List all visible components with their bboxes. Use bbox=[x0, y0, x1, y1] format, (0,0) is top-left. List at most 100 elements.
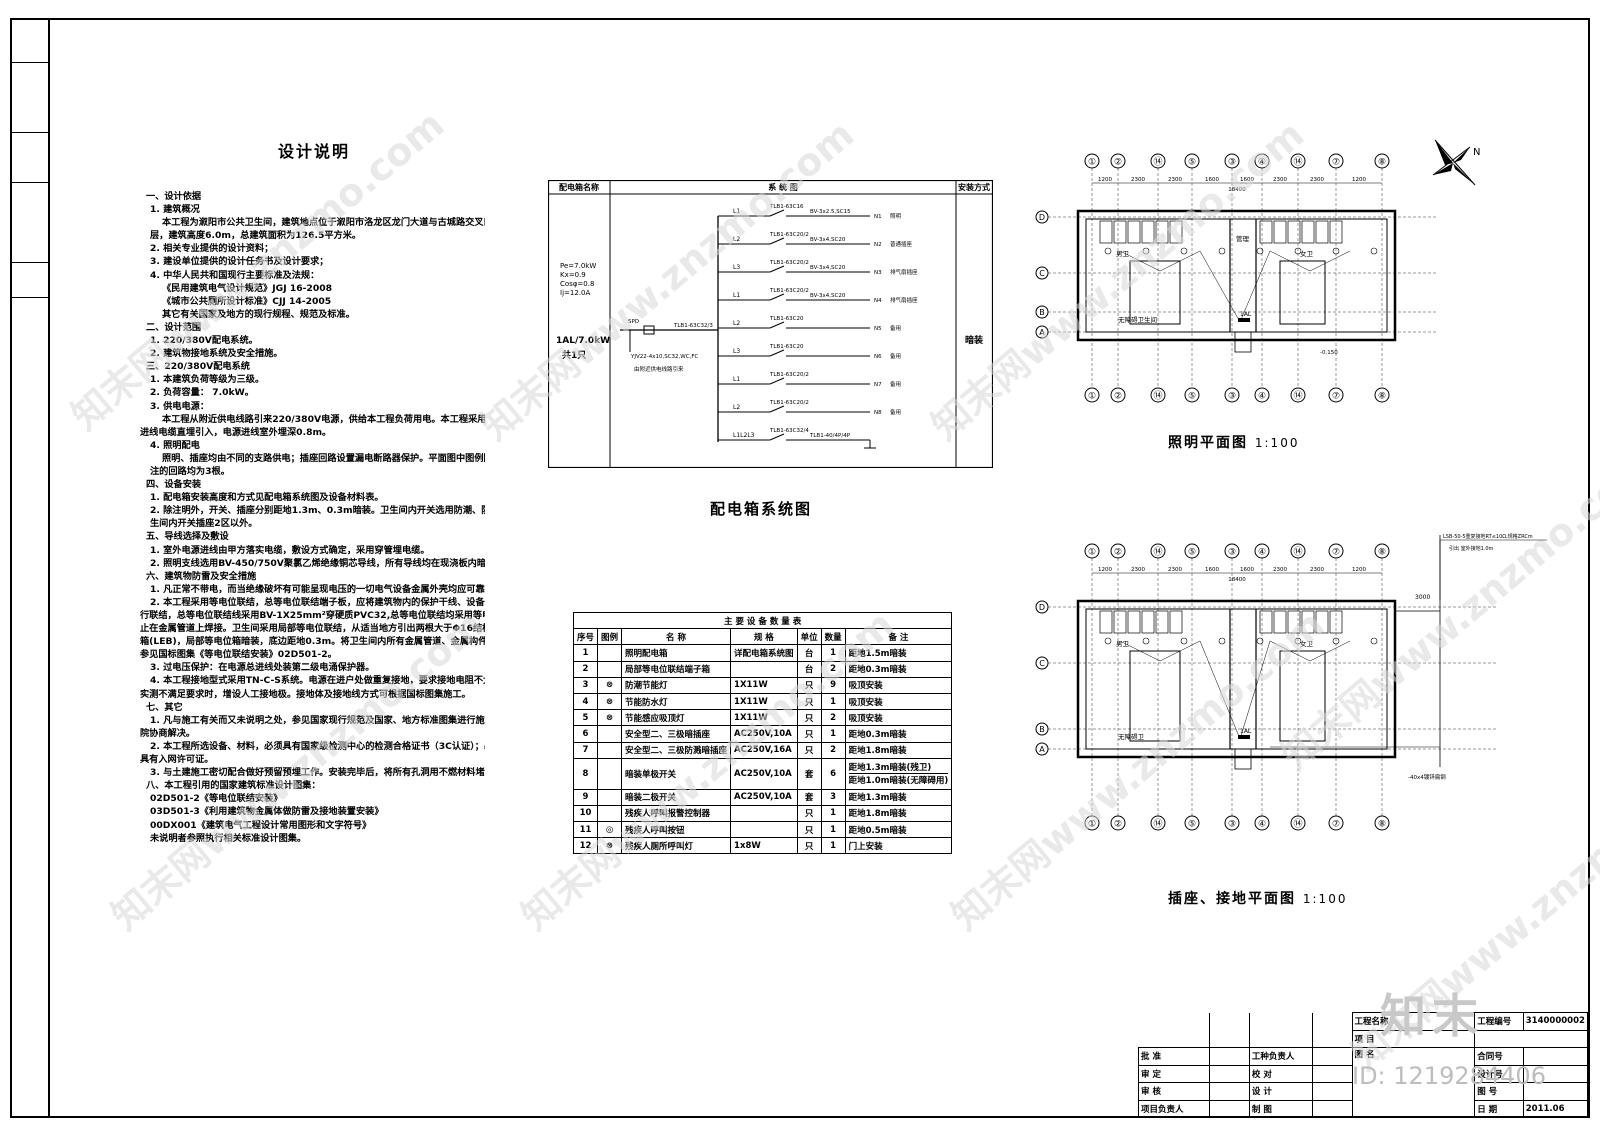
strip-cell bbox=[10, 133, 48, 183]
dim-text: 1200 bbox=[1098, 567, 1112, 573]
wiring bbox=[1239, 250, 1351, 323]
dim-text: 1200 bbox=[1098, 177, 1112, 183]
room-label: 管理 bbox=[1236, 234, 1250, 243]
circuit-use: 排气扇插座 bbox=[890, 296, 918, 304]
axis-label: D bbox=[1039, 603, 1045, 612]
circuit-id: N3 bbox=[874, 270, 882, 276]
lamp-symbol bbox=[1294, 637, 1302, 645]
tb-approve: 批 准 bbox=[1137, 1047, 1211, 1066]
table-cell: 10 bbox=[572, 804, 599, 823]
axis-label: ⑤ bbox=[1188, 392, 1196, 402]
note-line: 2. 建筑物接地系统及安全措施。 bbox=[150, 348, 283, 360]
stall bbox=[1301, 610, 1315, 634]
note-line: 进线电缆直埋引入，电源进线室外埋深0.8m。 bbox=[140, 426, 332, 438]
dim-text: 1600 bbox=[1205, 567, 1219, 573]
north-compass: N bbox=[1425, 135, 1485, 190]
circuit-switch bbox=[769, 209, 785, 217]
dim-text: 1600 bbox=[1205, 177, 1219, 183]
strip-cell bbox=[10, 18, 48, 63]
axis-label: ③ bbox=[1228, 158, 1236, 168]
axis-label: ⑧ bbox=[1378, 820, 1386, 830]
circuit-phase: L1 bbox=[733, 208, 740, 215]
table-cell: AC250V,10A bbox=[730, 788, 798, 806]
stall bbox=[1287, 610, 1301, 634]
axis-label: ① bbox=[1088, 820, 1096, 830]
table-cell: 3 bbox=[572, 676, 599, 694]
room-label: 男卫 bbox=[1116, 250, 1130, 258]
row8-note: 距地1.3m暗装(残卫) bbox=[848, 763, 932, 774]
dim-text: 1600 bbox=[1240, 177, 1254, 183]
lamp-symbol bbox=[1370, 247, 1378, 255]
circuit-breaker: TLB1-63C20 bbox=[769, 316, 804, 322]
note-line: 《城市公共厕所设计标准》CJJ 14-2005 bbox=[162, 295, 332, 307]
circuit-phase: L3 bbox=[733, 264, 740, 271]
table-cell: 只 bbox=[796, 741, 822, 759]
axis-label: ④ bbox=[1258, 548, 1266, 558]
tb-check: 校 对 bbox=[1248, 1064, 1313, 1083]
note-line: 其它有关国家及地方的现行规程、规范及标准。 bbox=[162, 308, 355, 320]
strip-cell bbox=[10, 263, 48, 298]
circuit-breaker: TLB1-63C20/2 bbox=[769, 260, 809, 266]
axis-label: ⑭ bbox=[1153, 819, 1162, 830]
stall bbox=[1127, 610, 1141, 634]
note-line: 实测不满足要求时，增设人工接地极。接地体及接地线方式可根据国标图集施工。 bbox=[140, 688, 471, 700]
table-cell: ⊗ bbox=[597, 676, 623, 694]
note-line: 4. 本工程接地型式采用TN-C-S系统。电源在进户处做重复接地，要求接地电阻不… bbox=[150, 675, 485, 687]
table-cell: 2 bbox=[572, 660, 599, 678]
lamp-symbol bbox=[1332, 247, 1340, 255]
circuit-switch bbox=[769, 265, 785, 273]
axis-label: ⑦ bbox=[1332, 158, 1340, 168]
axis-label: ② bbox=[1114, 548, 1122, 558]
dim-text: 2300 bbox=[1310, 567, 1324, 573]
compass-label: N bbox=[1473, 147, 1480, 158]
note-line: 3. 过电压保护：在电源总进线处装第二级电涌保护器。 bbox=[150, 662, 375, 674]
axis-label: C bbox=[1039, 269, 1045, 278]
table-cell: 9 bbox=[572, 788, 599, 806]
note-line: 2. 相关专业提供的设计资料； bbox=[150, 243, 274, 255]
stall bbox=[1259, 610, 1273, 634]
accessible-room bbox=[1129, 260, 1181, 325]
row8-note-extra: 距地1.0m暗装(无障碍用) bbox=[848, 773, 949, 786]
table-cell: 只 bbox=[796, 821, 822, 839]
tb-design: 设 计 bbox=[1248, 1082, 1313, 1101]
circuit-breaker: TLB1-63C20 bbox=[769, 344, 804, 350]
table-cell: 照明配电箱 bbox=[621, 644, 732, 662]
watermark-id: ID: 1219284406 bbox=[1352, 1062, 1546, 1090]
note-line: 行联结，总等电位联结线采用BV-1X25mm²穿硬质PVC32,总等电位联结均采… bbox=[140, 610, 485, 621]
table-cell: AC250V,16A bbox=[730, 741, 798, 759]
axis-bubble bbox=[1374, 387, 1390, 403]
table-cell: 套 bbox=[796, 788, 822, 806]
table-cell: 距地1.8m暗装 bbox=[844, 804, 953, 823]
table-cell: 8 bbox=[572, 757, 599, 790]
equipment-head: 规 格 bbox=[730, 628, 798, 646]
axis-label: ② bbox=[1114, 820, 1122, 830]
table-cell: ⊗ bbox=[597, 692, 623, 711]
axis-label: ⑤ bbox=[1188, 548, 1196, 558]
stall bbox=[1273, 220, 1287, 244]
ground-lead-note2: 引出 室外接地1.0m bbox=[1449, 545, 1494, 552]
axis-bubble bbox=[1150, 387, 1166, 403]
note-line: 四、设备安装 bbox=[146, 479, 202, 491]
table-cell: 安全型二、三极防溅暗插座 bbox=[621, 741, 732, 759]
axis-label: ⑭ bbox=[1153, 547, 1162, 558]
strip-cell bbox=[10, 63, 48, 133]
sys-param-kx: Kx=0.9 bbox=[560, 271, 586, 279]
lamp-symbol bbox=[1104, 637, 1112, 645]
box-label: 1AL bbox=[1240, 728, 1252, 735]
socket-plan-title-text: 插座、接地平面图 bbox=[1168, 891, 1296, 907]
equipment-head: 图例 bbox=[597, 628, 623, 646]
circuit-breaker: TLB1-63C16 bbox=[769, 204, 804, 210]
axis-label: ③ bbox=[1228, 820, 1236, 830]
accessible-room bbox=[1279, 260, 1326, 325]
table-cell: 吸顶安装 bbox=[844, 709, 953, 727]
entrance bbox=[1234, 748, 1252, 770]
note-line: 三、220/380V配电系统 bbox=[146, 361, 250, 373]
